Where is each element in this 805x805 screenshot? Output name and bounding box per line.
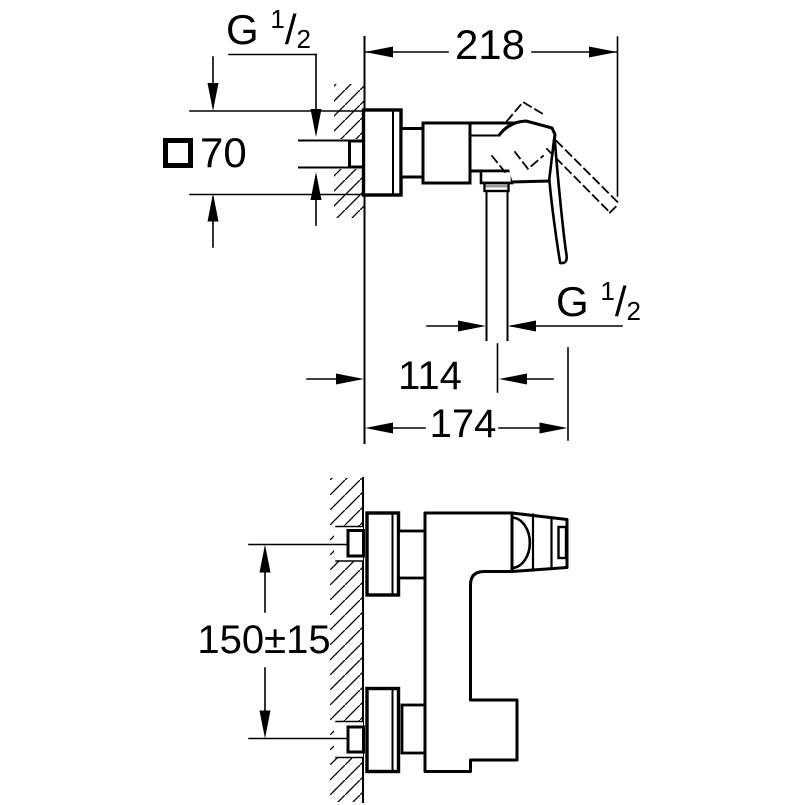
handle-end-detail (557, 525, 568, 560)
escutcheon-top-front (365, 511, 401, 597)
label-thread-top: G 1/2 (226, 4, 311, 54)
connection-nut-top-front (397, 529, 427, 580)
dim-218 (364, 36, 619, 197)
label-dim-70: 70 (163, 132, 247, 174)
square-dimension-icon (163, 138, 193, 168)
handle-arc (511, 516, 532, 570)
side-view (189, 36, 623, 444)
dim-70 (189, 56, 363, 248)
dim-g12-top (228, 53, 322, 226)
label-dim-174: 174 (429, 402, 497, 446)
supply-pipe (298, 139, 351, 169)
inlet-stub-bottom (346, 725, 365, 754)
handle-cap-side (500, 121, 555, 182)
inlet-stub-top (346, 529, 365, 558)
dim-114 (306, 343, 554, 393)
lever-handle-side (548, 134, 568, 265)
wall-nipple (348, 139, 365, 169)
handle-alt-position-dashed (490, 100, 621, 214)
connection-nut-bottom-front (400, 703, 427, 755)
label-thread-outlet: G 1/2 (556, 276, 641, 326)
connection-nut-side (399, 127, 425, 179)
dim-174 (365, 347, 569, 441)
wall-hole-lines (335, 525, 364, 759)
dim-g12-outlet (426, 320, 623, 332)
dim-150 (259, 544, 271, 739)
mixer-body-front (423, 511, 519, 773)
mixer-body-side (421, 121, 472, 185)
escutcheon-bottom-front (365, 686, 401, 774)
shower-outlet-pipe (485, 190, 509, 341)
outlet-flange (479, 169, 514, 185)
label-dim-150: 150±15 (197, 618, 331, 662)
front-view (248, 477, 569, 803)
label-dim-114: 114 (398, 354, 462, 398)
dim-150-extensions (248, 543, 363, 740)
escutcheon-side (361, 108, 403, 197)
label-dim-218: 218 (454, 21, 526, 68)
